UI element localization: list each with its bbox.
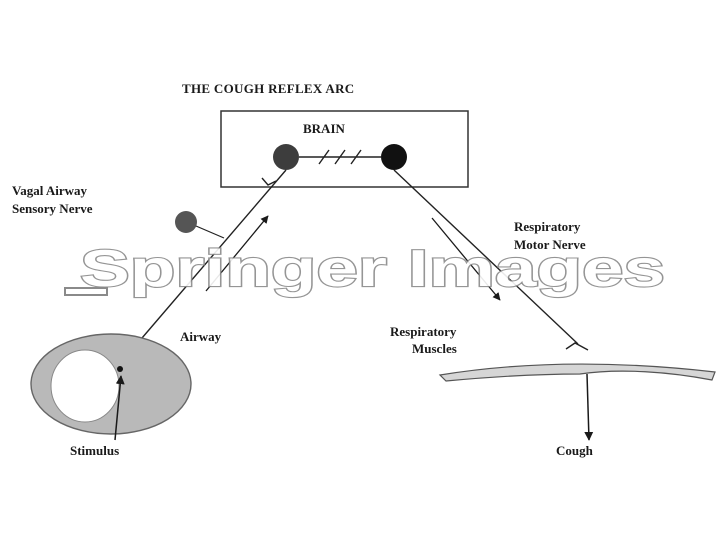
cough-label: Cough — [556, 443, 594, 458]
sensory-neuron-body — [273, 144, 299, 170]
cough-arrow — [587, 374, 589, 440]
airway-lumen — [51, 350, 119, 422]
diagram-title: THE COUGH REFLEX ARC — [182, 81, 355, 96]
airway-label: Airway — [180, 329, 222, 344]
muscles-label-line2: Muscles — [412, 341, 457, 356]
vagal-label-line1: Vagal Airway — [12, 183, 87, 198]
ganglion-connector — [196, 226, 224, 238]
stimulus-point — [117, 366, 123, 372]
motor-nerve-label-line2: Motor Nerve — [514, 237, 586, 252]
motor-nerve-terminal — [566, 343, 588, 350]
vagal-label-line2: Sensory Nerve — [12, 201, 93, 216]
vagal-ganglion — [175, 211, 197, 233]
stimulus-label: Stimulus — [70, 443, 119, 458]
muscles-label-line1: Respiratory — [390, 324, 457, 339]
motor-neuron-body — [381, 144, 407, 170]
respiratory-muscle-band — [440, 364, 715, 381]
motor-nerve-label-line1: Respiratory — [514, 219, 581, 234]
brain-label: BRAIN — [303, 121, 346, 136]
